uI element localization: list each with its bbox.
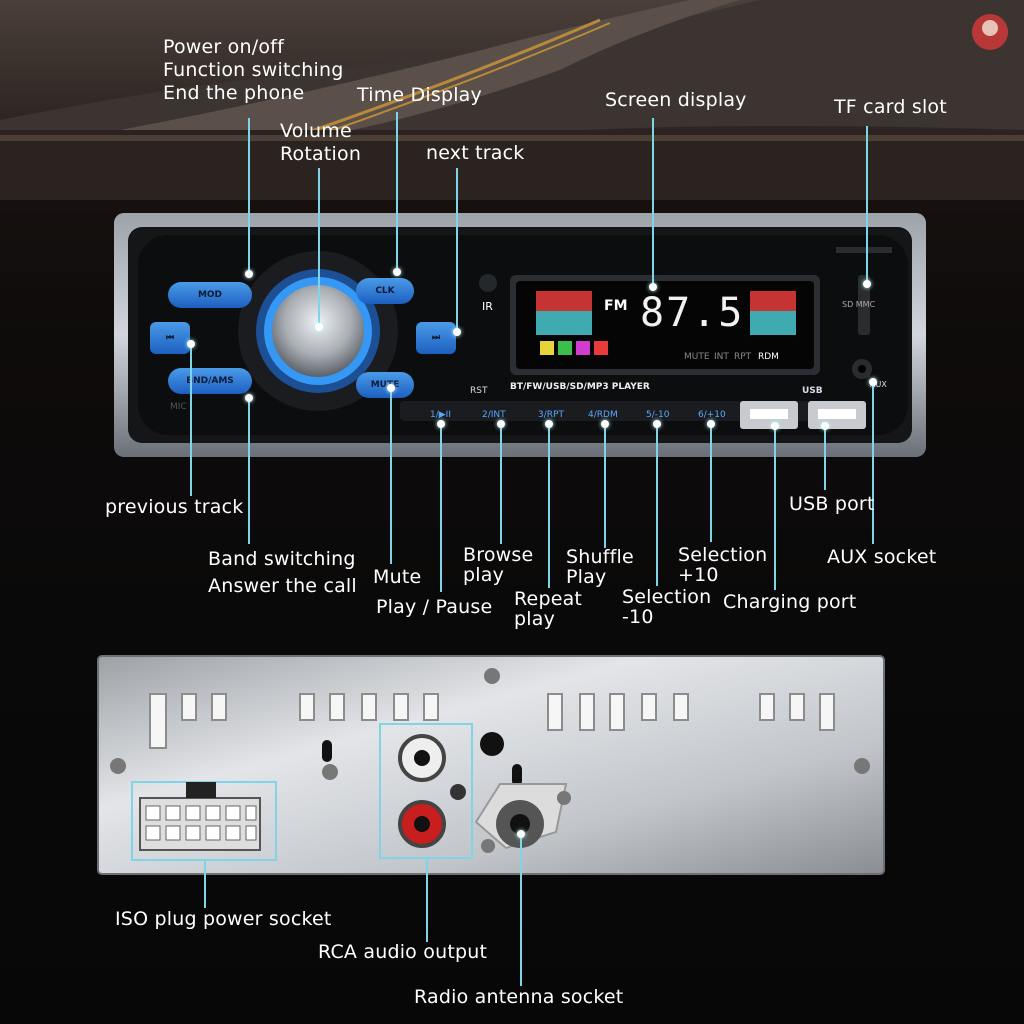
next-icon: ⏭ bbox=[431, 333, 441, 343]
model-label: BT/FW/USB/SD/MP3 PLAYER bbox=[510, 382, 650, 392]
mute-line bbox=[390, 388, 392, 564]
road-background bbox=[0, 0, 1024, 200]
iso-line bbox=[204, 860, 206, 908]
preset-6[interactable]: 6/+10 bbox=[698, 410, 726, 420]
prev-dot bbox=[187, 340, 195, 348]
label-aux-socket: AUX socket bbox=[827, 546, 937, 568]
label-volume: Volume Rotation bbox=[280, 120, 362, 165]
preset-3[interactable]: 3/RPT bbox=[538, 410, 564, 420]
label-repeat-play: Repeat play bbox=[514, 588, 583, 630]
mute-dot bbox=[387, 384, 395, 392]
label-iso-plug: ISO plug power socket bbox=[115, 908, 332, 930]
indicator-int: INT bbox=[714, 352, 729, 362]
indicator-mute: MUTE bbox=[684, 352, 710, 362]
tf-line bbox=[866, 126, 868, 286]
sel-plus-line bbox=[710, 424, 712, 542]
next-line bbox=[456, 168, 458, 332]
screen-dot bbox=[649, 283, 657, 291]
previous-track-button[interactable]: ⏮ bbox=[150, 322, 190, 354]
usb-line bbox=[824, 426, 826, 490]
band-ams-button[interactable]: BND/AMS bbox=[168, 368, 252, 394]
ir-label: IR bbox=[482, 300, 493, 313]
band-line bbox=[248, 398, 250, 544]
label-charging-port: Charging port bbox=[723, 591, 857, 613]
shuffle-line bbox=[604, 424, 606, 548]
ams-button-label: BND/AMS bbox=[186, 376, 234, 386]
repeat-line bbox=[548, 424, 550, 588]
preset-1[interactable]: 1/▶II bbox=[430, 410, 451, 420]
browse-line bbox=[500, 424, 502, 544]
mod-button[interactable]: MOD bbox=[168, 282, 252, 308]
sd-caption: SD MMC bbox=[842, 300, 876, 309]
shuffle-dot bbox=[601, 420, 609, 428]
indicator-rpt: RPT bbox=[734, 352, 752, 362]
label-band-switching: Band switching Answer the call bbox=[208, 548, 357, 597]
tf-dot bbox=[863, 280, 871, 288]
volume-line bbox=[318, 168, 320, 328]
sel-minus-line bbox=[656, 424, 658, 586]
indicator-rdm: RDM bbox=[758, 352, 779, 362]
mic-label: MIC bbox=[170, 402, 187, 412]
antenna-dot bbox=[517, 830, 525, 838]
power-line bbox=[248, 118, 250, 278]
label-tf-slot: TF card slot bbox=[834, 96, 947, 118]
preset-4[interactable]: 4/RDM bbox=[588, 410, 618, 420]
label-screen-display: Screen display bbox=[605, 89, 747, 111]
play-dot bbox=[437, 420, 445, 428]
label-mute: Mute bbox=[373, 566, 422, 588]
prev-line bbox=[190, 344, 192, 496]
frequency-display: 87.5 bbox=[640, 290, 745, 336]
label-power: Power on/off Function switching End the … bbox=[163, 36, 344, 104]
next-track-button[interactable]: ⏭ bbox=[416, 322, 456, 354]
mod-button-label: MOD bbox=[197, 290, 223, 300]
antenna-line bbox=[520, 834, 522, 986]
label-antenna: Radio antenna socket bbox=[414, 986, 624, 1008]
clk-button-label: CLK bbox=[375, 286, 395, 296]
play-line bbox=[440, 424, 442, 592]
label-time-display: Time Display bbox=[357, 84, 482, 106]
front-panel bbox=[114, 213, 926, 457]
browse-dot bbox=[497, 420, 505, 428]
volume-dot bbox=[315, 323, 323, 331]
charging-line bbox=[774, 426, 776, 590]
sel-minus-dot bbox=[653, 420, 661, 428]
time-dot bbox=[393, 268, 401, 276]
preset-2[interactable]: 2/INT bbox=[482, 410, 506, 420]
label-shuffle-play: Shuffle Play bbox=[566, 546, 634, 588]
clk-button[interactable]: CLK bbox=[356, 278, 414, 304]
charging-dot bbox=[771, 422, 779, 430]
label-selection-minus: Selection -10 bbox=[622, 586, 712, 628]
preset-5[interactable]: 5/-10 bbox=[646, 410, 670, 420]
mute-button-label: MUTE bbox=[370, 380, 400, 390]
aux-line bbox=[872, 382, 874, 544]
usb-caption: USB bbox=[802, 386, 823, 396]
screen-line bbox=[652, 118, 654, 288]
previous-icon: ⏮ bbox=[165, 333, 175, 343]
usb-dot bbox=[821, 422, 829, 430]
label-play-pause: Play / Pause bbox=[376, 596, 493, 618]
label-previous-track: previous track bbox=[105, 496, 244, 518]
time-line bbox=[396, 112, 398, 272]
band-dot bbox=[245, 394, 253, 402]
sel-plus-dot bbox=[707, 420, 715, 428]
next-dot bbox=[453, 328, 461, 336]
label-browse-play: Browse play bbox=[463, 544, 534, 586]
label-usb-port: USB port bbox=[789, 493, 875, 515]
label-selection-plus: Selection +10 bbox=[678, 544, 768, 586]
rst-label: RST bbox=[470, 386, 488, 396]
power-dot bbox=[245, 270, 253, 278]
label-rca-output: RCA audio output bbox=[318, 941, 488, 963]
aux-dot bbox=[869, 378, 877, 386]
label-next-track: next track bbox=[426, 142, 525, 164]
back-panel bbox=[97, 655, 885, 875]
aux-caption: AUX bbox=[870, 380, 887, 389]
fm-indicator: FM bbox=[604, 298, 628, 314]
mute-button[interactable]: MUTE bbox=[356, 372, 414, 398]
rca-line bbox=[426, 858, 428, 942]
repeat-dot bbox=[545, 420, 553, 428]
